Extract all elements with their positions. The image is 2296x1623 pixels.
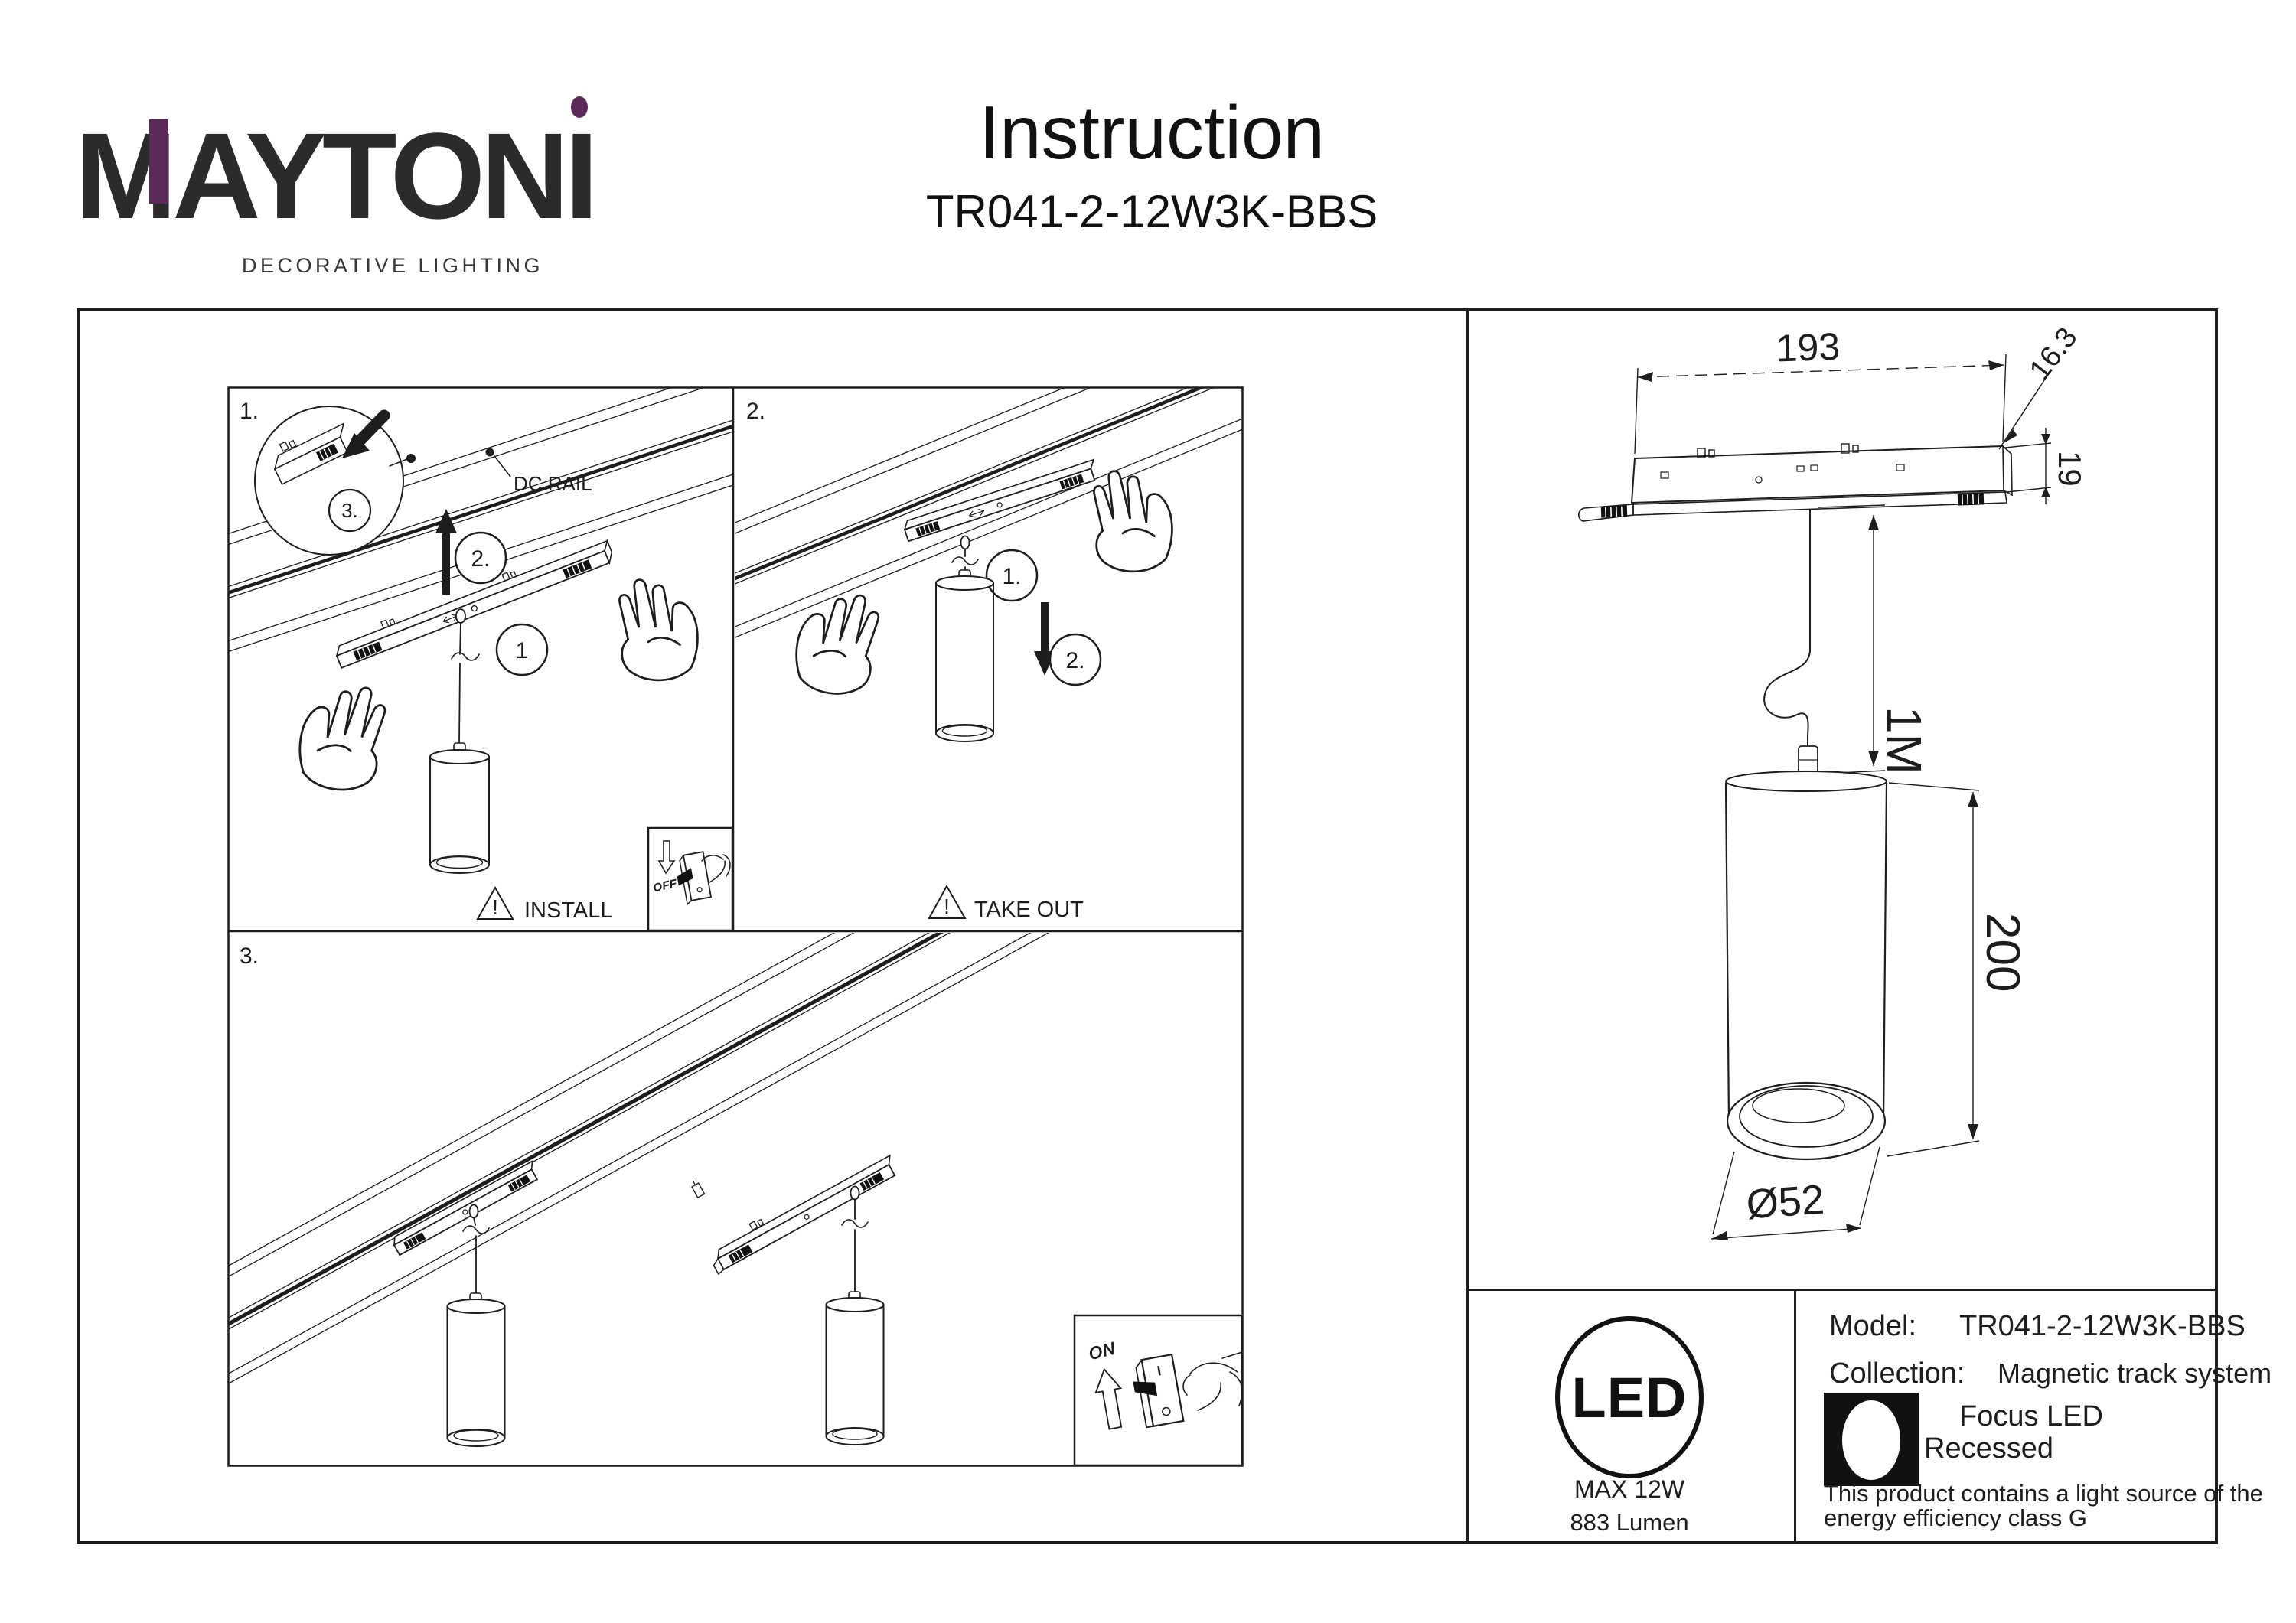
install-warning: ! INSTALL [476,885,613,923]
max-power: MAX 12W [1574,1475,1685,1503]
lamp-type: Focus LED [1959,1400,2103,1432]
step1-label: 1. [240,399,259,424]
logo-letter-m: M [75,107,177,244]
install-label: INSTALL [524,898,613,923]
spec-panel-top-border [1468,1289,2218,1291]
take-out-warning: ! TAKE OUT [928,884,1084,922]
step1-arrow-circle: 2. [471,546,490,572]
svg-text:I: I [1156,1363,1162,1379]
logo-purple-bar [149,119,168,204]
right-hand [611,572,705,686]
take-out-label: TAKE OUT [974,898,1084,922]
collection-label: Collection: [1829,1357,1965,1390]
svg-text:!: ! [944,895,950,918]
page-title: Instruction [978,90,1326,174]
logo-purple-dot-icon [570,96,588,118]
dim-1m: 1M [1877,706,1932,774]
logo-tagline: DECORATIVE LIGHTING [241,254,543,277]
collection-value: Magnetic track system [1998,1357,2272,1389]
model-label: Model: [1829,1310,1917,1342]
step2-hook-circle: 1. [1002,564,1021,589]
logo-letters: AYTON [172,107,569,244]
model-value: TR041-2-12W3K-BBS [1959,1310,2245,1342]
power-off-inset: OFF [647,826,732,930]
dim-diameter: Ø52 [1745,1177,1826,1228]
installation-steps-drawing: DC RAIL [227,386,1244,1467]
main-border [77,308,2218,1544]
step3-panel: 3. I ON [229,933,1242,1465]
dim-200: 200 [1976,913,2029,992]
logo-letter-i: I [565,96,598,237]
recessed-light-lens [1842,1400,1900,1480]
energy-note-line1: This product contains a light source of … [1824,1480,2263,1507]
step1-inset-circle: 3. [341,499,358,522]
mount-type: Recessed [1924,1432,2053,1465]
lumen-output: 883 Lumen [1570,1509,1689,1536]
spec-panel-divider [1794,1289,1796,1544]
step1-panel: DC RAIL [229,388,732,930]
dim-19: 19 [2052,451,2088,487]
step2-panel: 1. 2. 2. ! TAKE OUT [735,388,1242,922]
led-badge: LED [1555,1316,1704,1478]
step1-pendant-circle: 1 [516,638,529,663]
off-label: OFF [652,877,678,894]
step2-arrow-circle: 2. [1065,648,1084,673]
page-model-number: TR041-2-12W3K-BBS [925,186,1378,237]
main-vertical-divider [1466,308,1469,1544]
step3-label: 3. [240,943,259,969]
power-on-inset: I ON [1073,1314,1242,1465]
dc-rail-label: DC RAIL [514,472,592,495]
dim-16-3: 16.3 [2024,321,2084,386]
led-badge-text: LED [1571,1365,1688,1429]
left-hand [289,674,396,800]
svg-text:!: ! [492,895,498,919]
recessed-light-icon [1824,1393,1919,1486]
step2-label: 2. [746,399,765,424]
dim-193: 193 [1776,325,1841,370]
energy-note-line2: energy efficiency class G [1824,1504,2088,1531]
dimension-drawing: 193 16.3 19 1M [1578,321,2088,1240]
